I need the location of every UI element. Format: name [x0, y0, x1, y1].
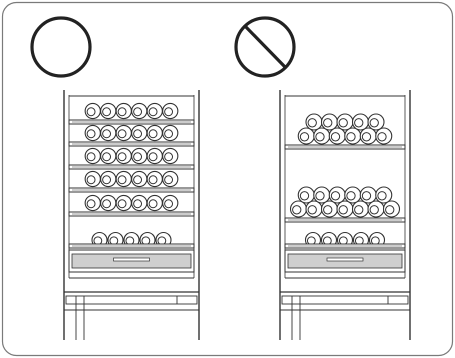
bottle [375, 186, 393, 204]
bottle [313, 186, 331, 204]
shelf [284, 243, 406, 249]
bottle [84, 102, 101, 120]
bottle [131, 147, 148, 165]
bottle [162, 124, 179, 142]
bottle [115, 147, 132, 165]
bottle [162, 170, 179, 188]
bottle [131, 194, 148, 212]
shelf [68, 164, 195, 170]
bottle [84, 124, 101, 142]
bottle [131, 124, 148, 142]
bottle [162, 147, 179, 165]
bottle [344, 127, 362, 145]
bottle [320, 200, 339, 218]
bottle [100, 147, 117, 165]
bottle [100, 102, 117, 120]
bottle [320, 113, 339, 131]
bottle [146, 102, 163, 120]
bottle [84, 194, 101, 212]
bottle [115, 124, 132, 142]
circle-ok-icon [30, 16, 92, 78]
bottle [146, 147, 163, 165]
bottle [297, 127, 315, 145]
shelf [68, 243, 195, 249]
shelf [68, 187, 195, 193]
bottle [131, 102, 148, 120]
shelf [284, 217, 406, 223]
bottle [146, 194, 163, 212]
bottle [367, 113, 385, 131]
wine-cooler-incorrect [279, 90, 411, 340]
cabinet-base [280, 291, 410, 340]
bottle [84, 170, 101, 188]
cabinet-base [64, 291, 199, 340]
bottle [146, 124, 163, 142]
bottle [367, 200, 385, 218]
bottle [328, 127, 346, 145]
bottle [100, 194, 117, 212]
shelf [68, 141, 195, 147]
bottle [313, 127, 331, 145]
bottle [336, 200, 354, 218]
shelf [68, 211, 195, 217]
bottle [84, 147, 101, 165]
bottle [351, 113, 370, 131]
bottle [146, 170, 163, 188]
bottle [162, 194, 179, 212]
shelf [284, 144, 406, 150]
bottle [131, 170, 148, 188]
bottle [162, 102, 179, 120]
bottle [115, 102, 132, 120]
bottle [359, 127, 377, 145]
bottle [375, 127, 393, 145]
shelf [68, 119, 195, 125]
bottom-tray [284, 249, 406, 273]
bottle [351, 200, 370, 218]
bottle [359, 186, 377, 204]
bottle [100, 170, 117, 188]
bottle [305, 113, 323, 131]
bottle [115, 170, 132, 188]
bottle [328, 186, 346, 204]
bottle [100, 124, 117, 142]
bottle [336, 113, 354, 131]
bottle [344, 186, 362, 204]
prohibited-icon [234, 16, 296, 78]
bottle [289, 200, 308, 218]
bottle [297, 186, 315, 204]
bottom-tray [68, 249, 195, 273]
bottle [305, 200, 323, 218]
bottle [115, 194, 132, 212]
wine-cooler-correct [63, 90, 200, 340]
bottle [382, 200, 401, 218]
